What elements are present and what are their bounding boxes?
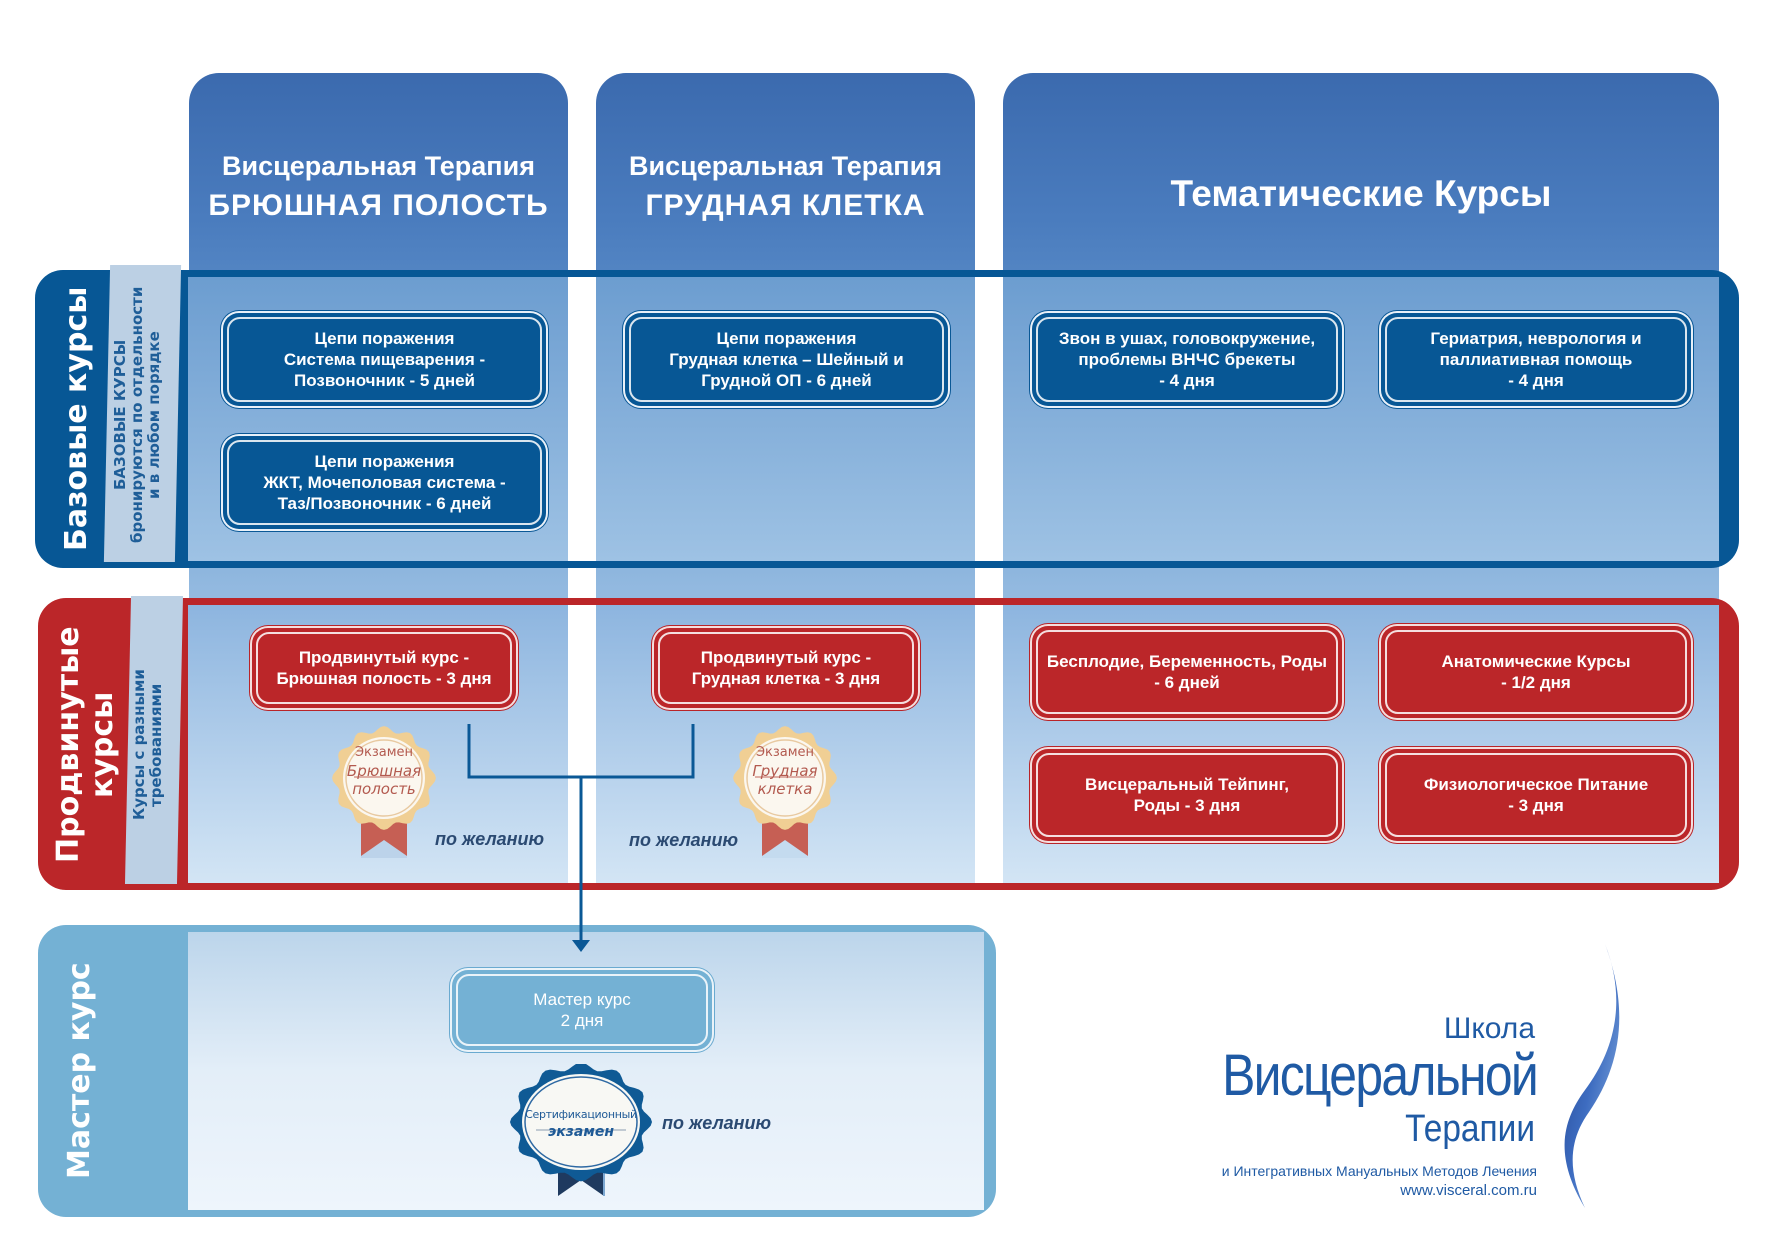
logo-subtitle: и Интегративных Мануальных Методов Лечен… bbox=[1221, 1163, 1537, 1179]
badge-line2: экзамен bbox=[548, 1124, 614, 1140]
exam-badge-abdominal: Экзамен Брюшная полость bbox=[338, 745, 430, 798]
column-title-line2: ГРУДНАЯ КЛЕТКА bbox=[645, 189, 926, 222]
course-label: Цепи поражения Система пищеварения - Поз… bbox=[283, 329, 486, 390]
course-thoracic-chains[interactable]: Цепи поражения Грудная клетка – Шейный и… bbox=[625, 313, 948, 406]
course-advanced-thoracic[interactable]: Продвинутый курс - Грудная клетка - 3 дн… bbox=[654, 628, 918, 708]
column-title-line2: БРЮШНАЯ ПОЛОСТЬ bbox=[208, 189, 549, 222]
course-label: Физиологическое Питание - 3 дня bbox=[1423, 775, 1649, 815]
exam-badge-thoracic-icon bbox=[733, 726, 837, 858]
connector-bracket bbox=[467, 724, 695, 779]
seal-ring bbox=[746, 739, 824, 817]
course-abdominal-chains-urogenital[interactable]: Цепи поражения ЖКТ, Мочеполовая система … bbox=[223, 436, 546, 529]
course-advanced-abdominal[interactable]: Продвинутый курс - Брюшная полость - 3 д… bbox=[252, 628, 516, 708]
course-infertility-pregnancy[interactable]: Бесплодие, Беременность, Роды - 6 дней bbox=[1032, 626, 1342, 718]
exam-badge-abdominal-icon bbox=[332, 726, 436, 858]
seal-face bbox=[522, 1074, 640, 1170]
column-title-line1: Висцеральная Терапия bbox=[629, 151, 942, 181]
course-label: Мастер курс 2 дня bbox=[533, 990, 631, 1030]
course-label: Звон в ушах, головокружение, проблемы ВН… bbox=[1058, 329, 1316, 390]
course-label: Цепи поражения ЖКТ, Мочеполовая система … bbox=[263, 452, 506, 513]
optional-label-thoracic: по желанию bbox=[629, 830, 739, 850]
column-title-abdominal: Висцеральная Терапия БРЮШНАЯ ПОЛОСТЬ bbox=[189, 147, 568, 227]
seal-ring bbox=[524, 1076, 638, 1168]
optional-label-certification: по желанию bbox=[662, 1113, 772, 1133]
column-title-thoracic: Висцеральная Терапия ГРУДНАЯ КЛЕТКА bbox=[596, 147, 975, 227]
logo-visceral: Висцеральной bbox=[1222, 1043, 1539, 1108]
course-physiological-nutrition[interactable]: Физиологическое Питание - 3 дня bbox=[1381, 749, 1691, 841]
optional-label-abdominal: по желанию bbox=[435, 829, 545, 849]
course-label: Бесплодие, Беременность, Роды - 6 дней bbox=[1046, 652, 1328, 692]
course-anatomy[interactable]: Анатомические Курсы - 1/2 дня bbox=[1381, 626, 1691, 718]
course-master[interactable]: Мастер курс 2 дня bbox=[452, 970, 712, 1050]
course-label: Висцеральный Тейпинг, Роды - 3 дня bbox=[1085, 775, 1289, 815]
course-label: Продвинутый курс - Брюшная полость - 3 д… bbox=[276, 648, 492, 688]
course-geriatrics-neurology[interactable]: Гериатрия, неврология и паллиативная пом… bbox=[1381, 313, 1691, 406]
logo-wave-icon bbox=[1564, 944, 1620, 1208]
course-label: Гериатрия, неврология и паллиативная пом… bbox=[1430, 329, 1642, 390]
column-title-line1: Висцеральная Терапия bbox=[222, 151, 535, 181]
course-tinnitus-tmj[interactable]: Звон в ушах, головокружение, проблемы ВН… bbox=[1032, 313, 1342, 406]
badge-line1: Брюшная bbox=[346, 762, 422, 780]
badge-line1: Грудная bbox=[752, 762, 818, 780]
ribbon-notch bbox=[361, 840, 407, 858]
ribbon-notch bbox=[762, 840, 808, 858]
certification-exam-badge: Сертификационный экзамен bbox=[518, 1108, 644, 1140]
certification-exam-badge-icon bbox=[510, 1064, 652, 1196]
column-gap bbox=[975, 605, 1003, 883]
course-label: Анатомические Курсы - 1/2 дня bbox=[1441, 652, 1631, 692]
column-gap bbox=[975, 277, 1003, 561]
course-visceral-taping[interactable]: Висцеральный Тейпинг, Роды - 3 дня bbox=[1032, 749, 1342, 841]
logo-school: Школа bbox=[1443, 1012, 1535, 1045]
seal-ring bbox=[345, 739, 423, 817]
arrow-down-icon bbox=[572, 940, 590, 952]
logo-url[interactable]: www.visceral.com.ru bbox=[1400, 1182, 1537, 1199]
badge-line2: полость bbox=[352, 780, 416, 798]
badge-line1: Сертификационный bbox=[525, 1108, 637, 1121]
seal-face bbox=[343, 737, 425, 819]
seal-face bbox=[744, 737, 826, 819]
badge-line2: клетка bbox=[757, 780, 813, 798]
badge-top: Экзамен bbox=[354, 745, 414, 760]
course-label: Продвинутый курс - Грудная клетка - 3 дн… bbox=[691, 648, 881, 688]
column-gap bbox=[568, 277, 596, 561]
badge-top: Экзамен bbox=[755, 745, 815, 760]
exam-badge-thoracic: Экзамен Грудная клетка bbox=[739, 745, 831, 798]
course-label: Цепи поражения Грудная клетка – Шейный и… bbox=[669, 329, 904, 390]
course-abdominal-chains-digestive[interactable]: Цепи поражения Система пищеварения - Поз… bbox=[223, 313, 546, 406]
column-title-thematic: Тематические Курсы bbox=[1170, 173, 1552, 214]
logo-therapy: Терапии bbox=[1405, 1108, 1535, 1150]
